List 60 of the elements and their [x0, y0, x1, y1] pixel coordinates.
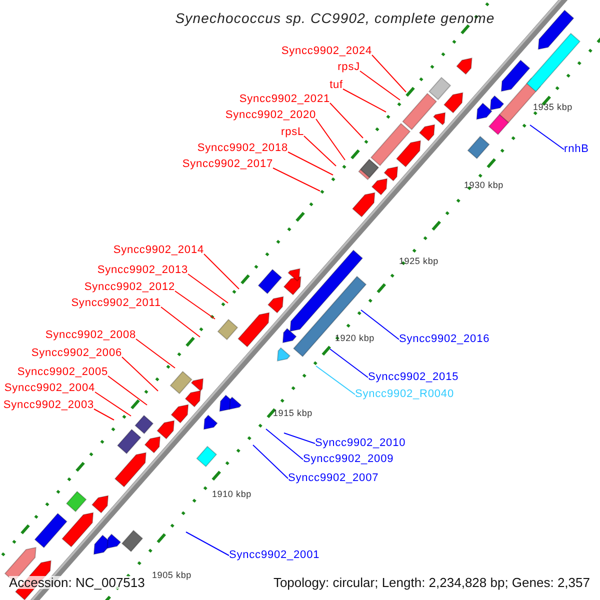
accession-text: Accession: NC_007513 [9, 576, 145, 589]
leader-line [304, 136, 336, 166]
leader-line [316, 366, 356, 395]
leader-line [94, 408, 114, 420]
leader-line [186, 532, 230, 556]
leader-line [174, 290, 216, 320]
leader-line [372, 54, 406, 92]
leader-line [284, 432, 316, 444]
gene-label: Syncc9902_2005 [17, 367, 108, 378]
gene-label: Syncc9902_2004 [4, 383, 95, 394]
gene-label: Syncc9902_2007 [288, 473, 379, 484]
leader-line [330, 102, 364, 138]
gene-label: rpsJ [338, 62, 360, 73]
scale-label: 1930 kbp [464, 181, 504, 190]
gene-label: Syncc9902_2018 [197, 143, 288, 154]
gene-label: rnhB [564, 144, 589, 155]
title: Synechococcus sp. CC9902, complete genome [174, 11, 496, 25]
gene-label: tuf [330, 80, 343, 91]
leader-line [316, 118, 346, 160]
scale-label: 1920 kbp [335, 334, 374, 343]
leader-line [122, 356, 158, 392]
gene-label: Syncc9902_R0040 [355, 389, 454, 400]
gene-label: Syncc9902_2013 [97, 265, 188, 276]
scale-label: 1910 kbp [212, 490, 252, 499]
gene-label: Syncc9902_2006 [31, 348, 122, 359]
leader-line [188, 274, 228, 304]
gene-label: Syncc9902_2017 [182, 159, 273, 170]
leader-line [94, 392, 132, 416]
leader-line [360, 310, 400, 340]
scale-label: 1925 kbp [399, 257, 438, 266]
scale-label: 1905 kbp [152, 571, 192, 580]
gene-label: Syncc9902_2014 [113, 245, 204, 256]
gene-label: Syncc9902_2010 [315, 438, 406, 449]
leader-line [160, 306, 200, 338]
scale-label: 1915 kbp [273, 409, 312, 418]
leader-line [330, 348, 368, 378]
leader-line [108, 376, 148, 406]
gene-label: Syncc9902_2012 [84, 282, 175, 293]
scale-label: 1935 kbp [533, 103, 572, 112]
leader-line [342, 88, 386, 112]
leader-line [288, 152, 334, 176]
gene-label: Syncc9902_2011 [71, 298, 161, 309]
leader-line [204, 254, 240, 290]
gene-label: Syncc9902_2008 [45, 330, 136, 341]
gene-label: Syncc9902_2003 [3, 400, 94, 411]
gene-label: rpsL [281, 127, 304, 138]
leader-line [530, 124, 564, 150]
leader-line [252, 444, 288, 479]
gene-label: Syncc9902_2009 [303, 454, 394, 465]
gene-label: Syncc9902_2020 [225, 110, 316, 121]
gene-label: Syncc9902_2016 [399, 334, 490, 345]
gene-label: Syncc9902_2021 [239, 94, 330, 105]
leader-line [266, 428, 304, 460]
gene-label: Syncc9902_2001 [229, 550, 320, 561]
leader-line [136, 338, 176, 368]
leader-line [272, 168, 320, 192]
gene-label: Syncc9902_2024 [281, 46, 372, 57]
leader-line [360, 70, 400, 100]
gene-label: Syncc9902_2015 [368, 372, 459, 383]
genome-info-text: Topology: circular; Length: 2,234,828 bp; Genes: 2,357 [273, 576, 590, 589]
